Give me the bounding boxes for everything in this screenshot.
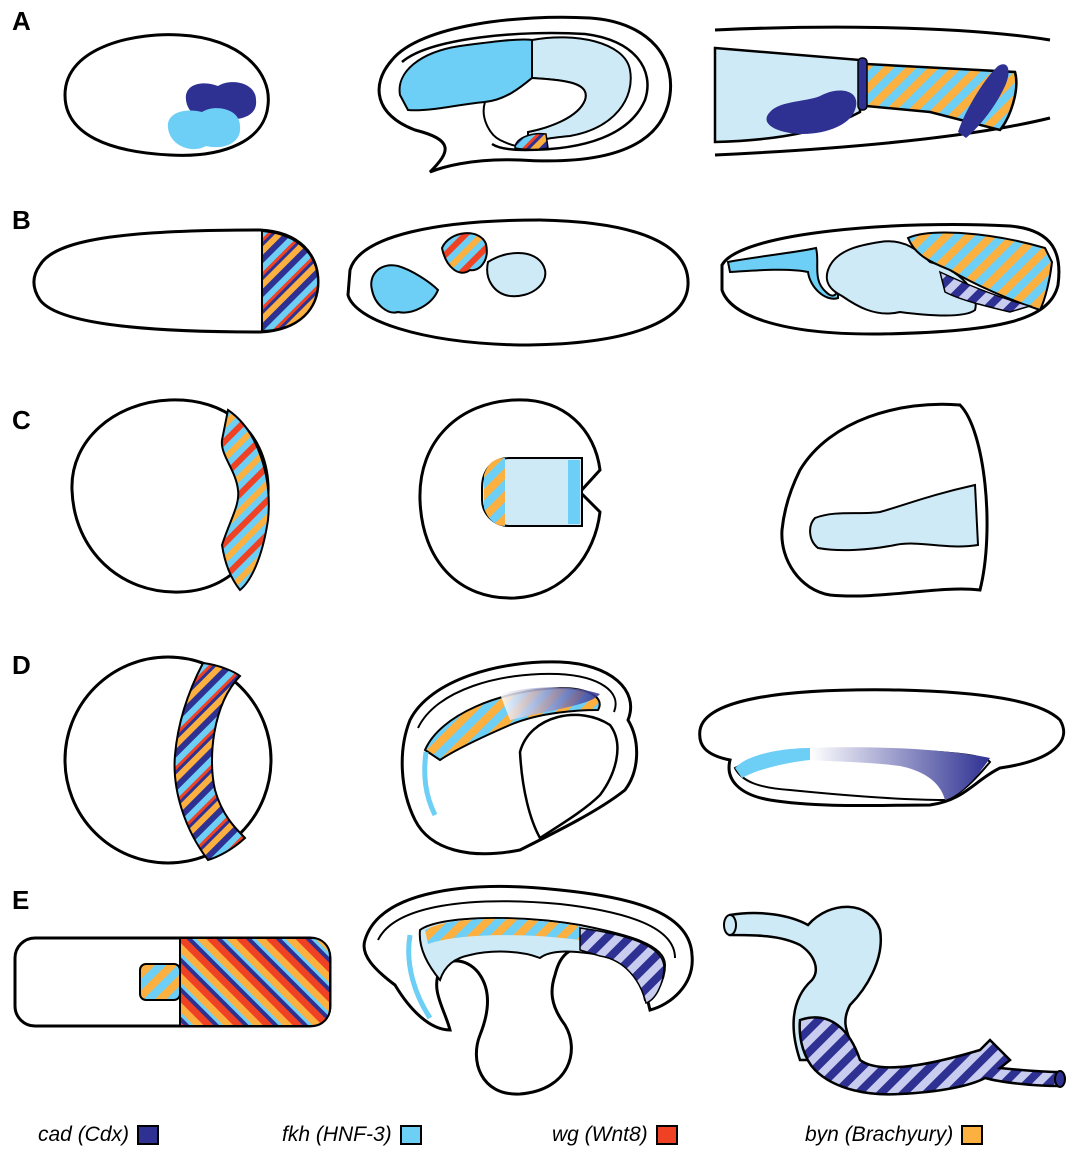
row-b-panels xyxy=(34,220,1059,345)
e3-posterior-opening xyxy=(1055,1071,1065,1087)
row-c-panels xyxy=(72,400,987,598)
row-e-panels xyxy=(15,887,1065,1095)
b2-light-domain xyxy=(487,253,545,296)
legend-byn: byn (Brachyury) xyxy=(805,1120,983,1150)
row-label-e: E xyxy=(12,885,29,916)
e1-anterior-bud xyxy=(140,964,180,1000)
c2-fkh-edge xyxy=(568,460,580,524)
b1-posterior-hatch xyxy=(262,231,318,331)
a3-body-top xyxy=(715,27,1050,40)
legend-cad-label: cad (Cdx) xyxy=(38,1123,129,1147)
a3-cad-ring xyxy=(858,58,867,110)
legend-wg-label: wg (Wnt8) xyxy=(552,1123,648,1147)
e1-posterior-hatch xyxy=(180,938,330,1026)
row-label-d: D xyxy=(12,650,31,681)
d2-body-lobe xyxy=(520,715,617,838)
legend-wg-swatch xyxy=(656,1125,678,1145)
legend-cad-swatch xyxy=(137,1125,159,1145)
row-label-b: B xyxy=(12,205,31,236)
row-label-c: C xyxy=(12,405,31,436)
legend-fkh-swatch xyxy=(400,1125,422,1145)
e3-anterior-opening xyxy=(724,915,736,935)
row-d-panels xyxy=(65,657,1064,863)
e3-cad-hindgut xyxy=(800,1017,1060,1094)
legend-byn-label: byn (Brachyury) xyxy=(805,1123,953,1147)
a1-fkh-domain xyxy=(168,108,240,149)
legend-fkh: fkh (HNF-3) xyxy=(282,1120,422,1150)
legend-fkh-label: fkh (HNF-3) xyxy=(282,1123,392,1147)
legend-cad: cad (Cdx) xyxy=(38,1120,159,1150)
legend-wg: wg (Wnt8) xyxy=(552,1120,678,1150)
row-label-a: A xyxy=(12,6,31,37)
legend-byn-swatch xyxy=(961,1125,983,1145)
row-a-panels xyxy=(65,17,1050,172)
